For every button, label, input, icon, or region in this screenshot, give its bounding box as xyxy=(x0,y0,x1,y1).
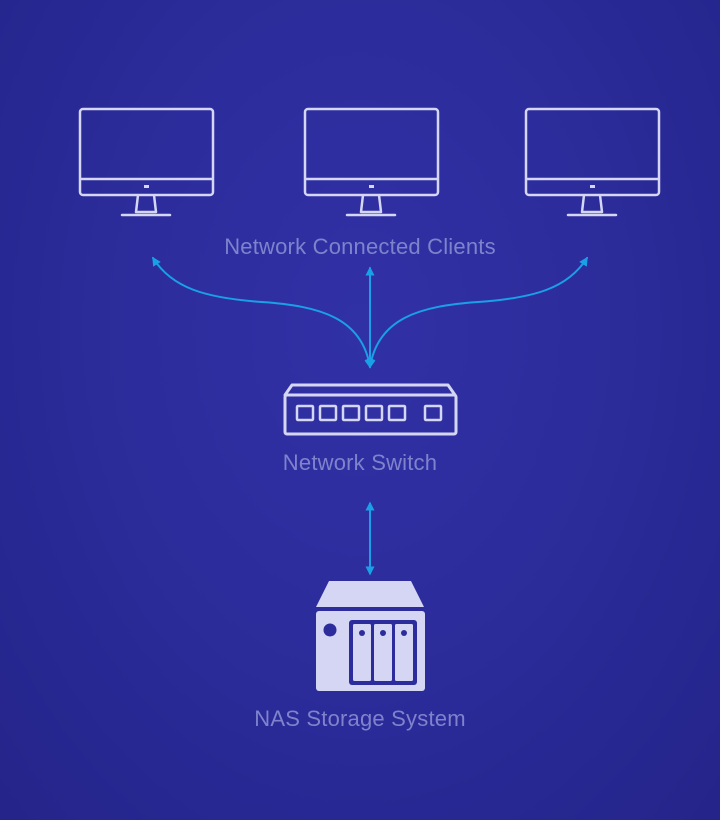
nas-icon xyxy=(316,581,425,691)
clients-label: Network Connected Clients xyxy=(224,234,496,259)
arrow-to-client-left xyxy=(152,256,374,369)
nas-label: NAS Storage System xyxy=(254,706,466,731)
monitor-icon xyxy=(524,107,661,217)
arrow-to-client-right xyxy=(366,256,588,369)
switch-label: Network Switch xyxy=(282,450,438,475)
monitor-icon xyxy=(78,107,215,217)
network-switch-icon xyxy=(283,383,458,436)
client-arrows xyxy=(152,256,588,369)
monitor-icon xyxy=(303,107,440,217)
